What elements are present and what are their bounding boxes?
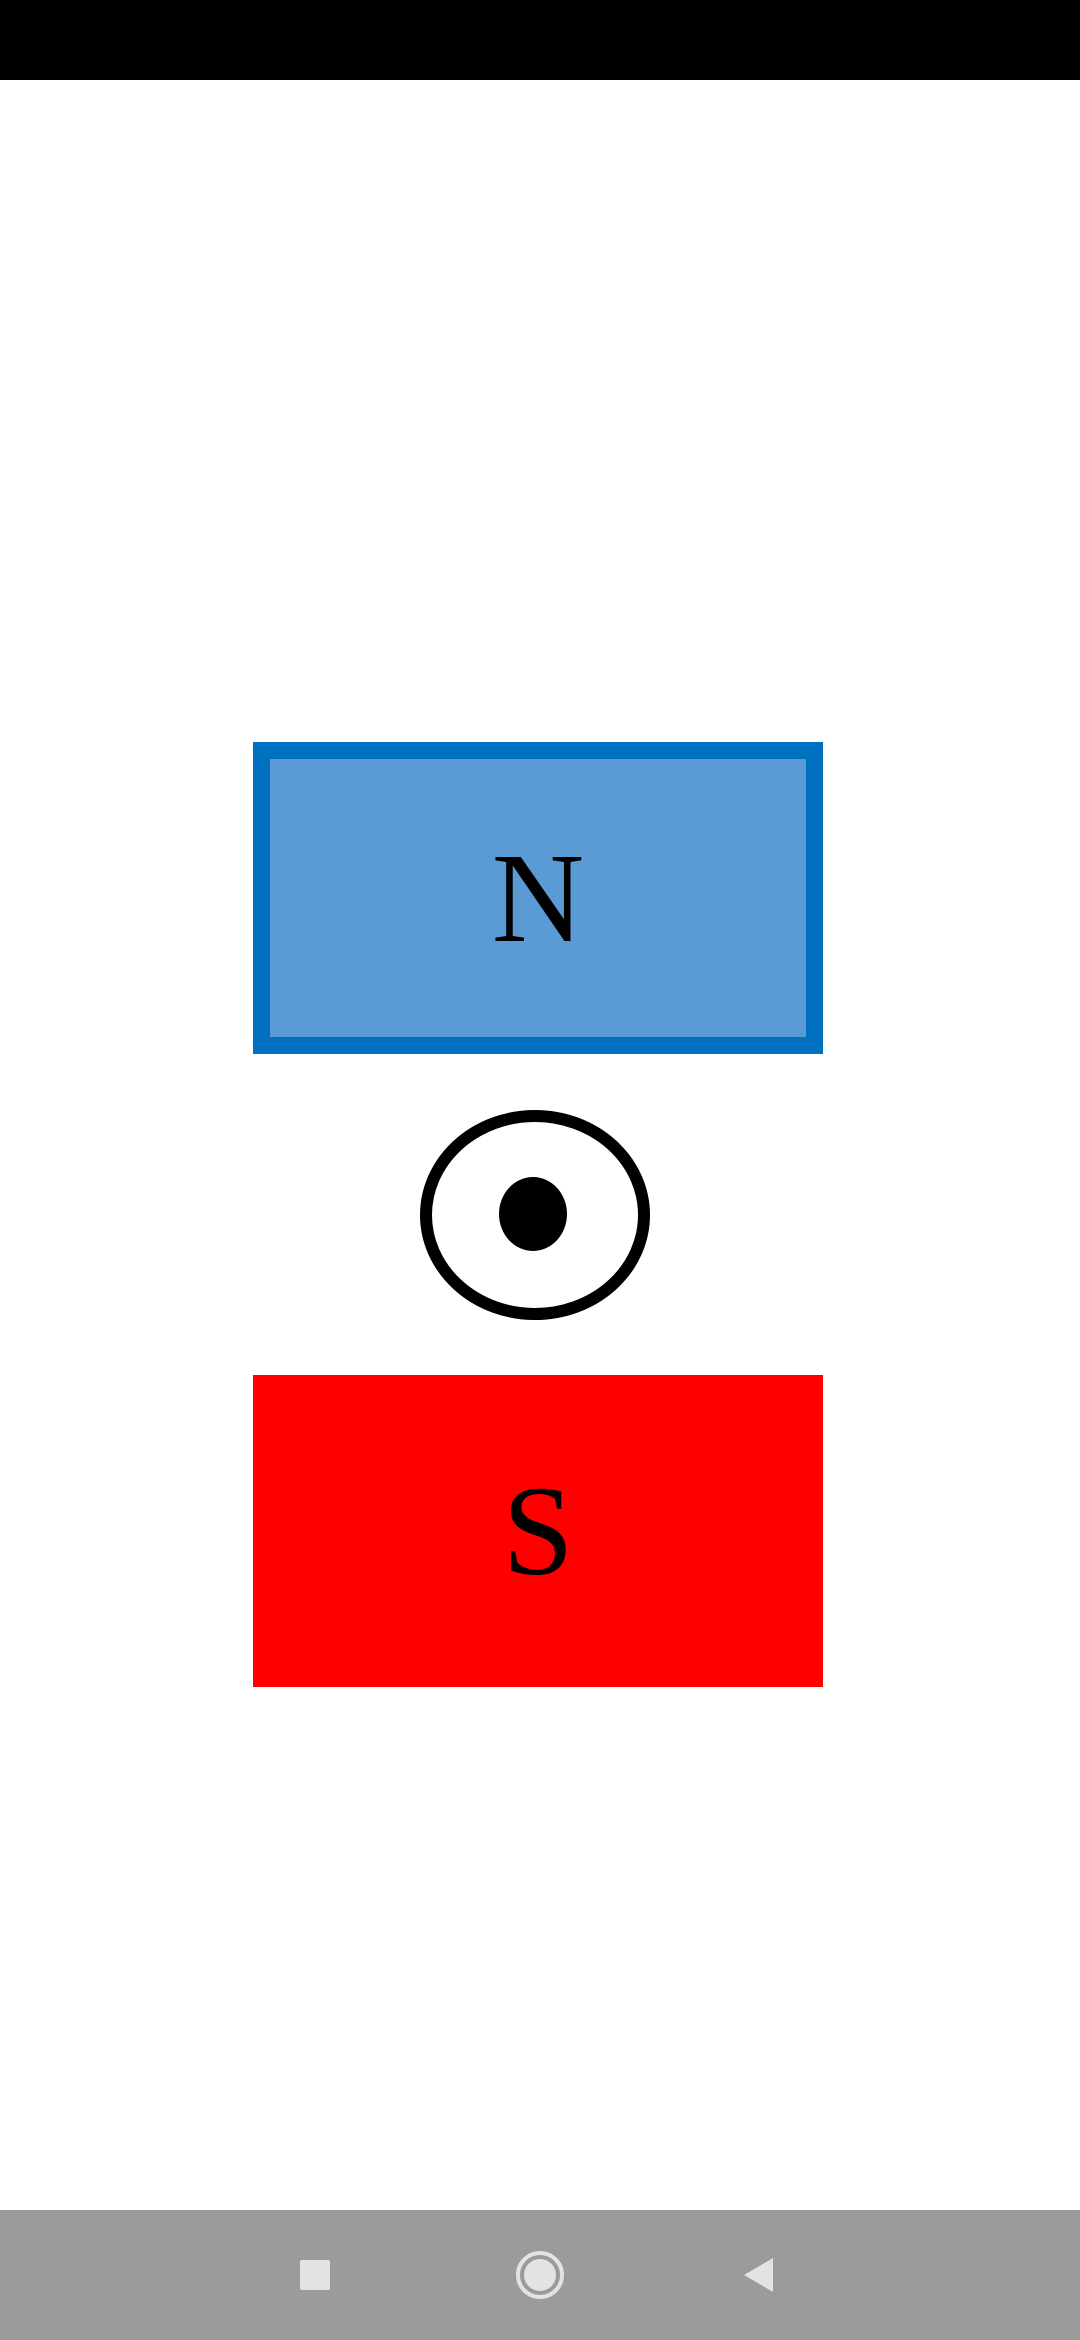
south-pole-label: S bbox=[502, 1460, 574, 1602]
home-circle-icon bbox=[516, 2251, 564, 2299]
current-dot bbox=[499, 1177, 567, 1251]
north-pole-label: N bbox=[491, 827, 585, 969]
recents-button[interactable] bbox=[270, 2210, 360, 2340]
back-triangle-icon bbox=[744, 2258, 773, 2292]
home-button[interactable] bbox=[495, 2210, 585, 2340]
north-pole-magnet: N bbox=[253, 742, 823, 1054]
status-bar bbox=[0, 0, 1080, 80]
current-out-of-page-icon bbox=[420, 1110, 650, 1320]
south-pole-magnet: S bbox=[253, 1375, 823, 1687]
navigation-bar bbox=[0, 2210, 1080, 2340]
back-button[interactable] bbox=[715, 2210, 805, 2340]
recents-square-icon bbox=[300, 2260, 330, 2290]
